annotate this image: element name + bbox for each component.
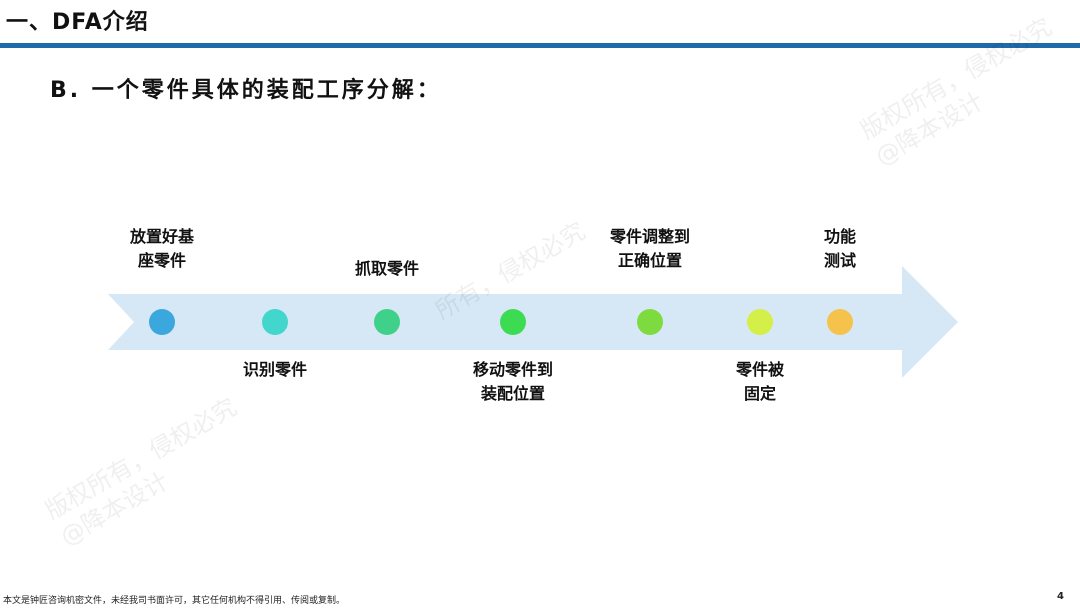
confidentiality-note: 本文是钟匠咨询机密文件，未经我司书面许可，其它任何机构不得引用、传阅或复制。 xyxy=(3,596,346,606)
step-label-line: 固定 xyxy=(743,384,776,403)
step-label: 功能测试 xyxy=(770,225,910,273)
step-dot xyxy=(747,309,773,335)
step-label-line: 抓取零件 xyxy=(354,259,419,278)
step-dot xyxy=(262,309,288,335)
step-label: 零件调整到正确位置 xyxy=(580,225,720,273)
step-label: 抓取零件 xyxy=(317,257,457,281)
page-number: 4 xyxy=(1057,591,1064,602)
process-arrow xyxy=(108,266,958,378)
step-label-line: 座零件 xyxy=(137,251,186,270)
header-divider xyxy=(0,43,1080,48)
step-label-line: 放置好基 xyxy=(129,227,194,246)
section-subtitle: B. 一个零件具体的装配工序分解： xyxy=(50,78,442,103)
step-label: 零件被固定 xyxy=(690,358,830,406)
step-label-line: 零件调整到 xyxy=(609,227,690,246)
step-dot xyxy=(149,309,175,335)
step-label-line: 正确位置 xyxy=(617,251,682,270)
step-dot xyxy=(500,309,526,335)
page-title: 一、DFA介绍 xyxy=(6,10,149,35)
step-label: 识别零件 xyxy=(205,358,345,382)
step-label-line: 识别零件 xyxy=(242,360,307,379)
step-dot xyxy=(374,309,400,335)
step-label-line: 装配位置 xyxy=(480,384,545,403)
step-label-line: 测试 xyxy=(823,251,856,270)
step-label-line: 移动零件到 xyxy=(472,360,553,379)
step-label-line: 功能 xyxy=(823,227,856,246)
step-dot xyxy=(637,309,663,335)
step-label-line: 零件被 xyxy=(735,360,784,379)
step-label: 放置好基座零件 xyxy=(92,225,232,273)
step-label: 移动零件到装配位置 xyxy=(443,358,583,406)
step-dot xyxy=(827,309,853,335)
